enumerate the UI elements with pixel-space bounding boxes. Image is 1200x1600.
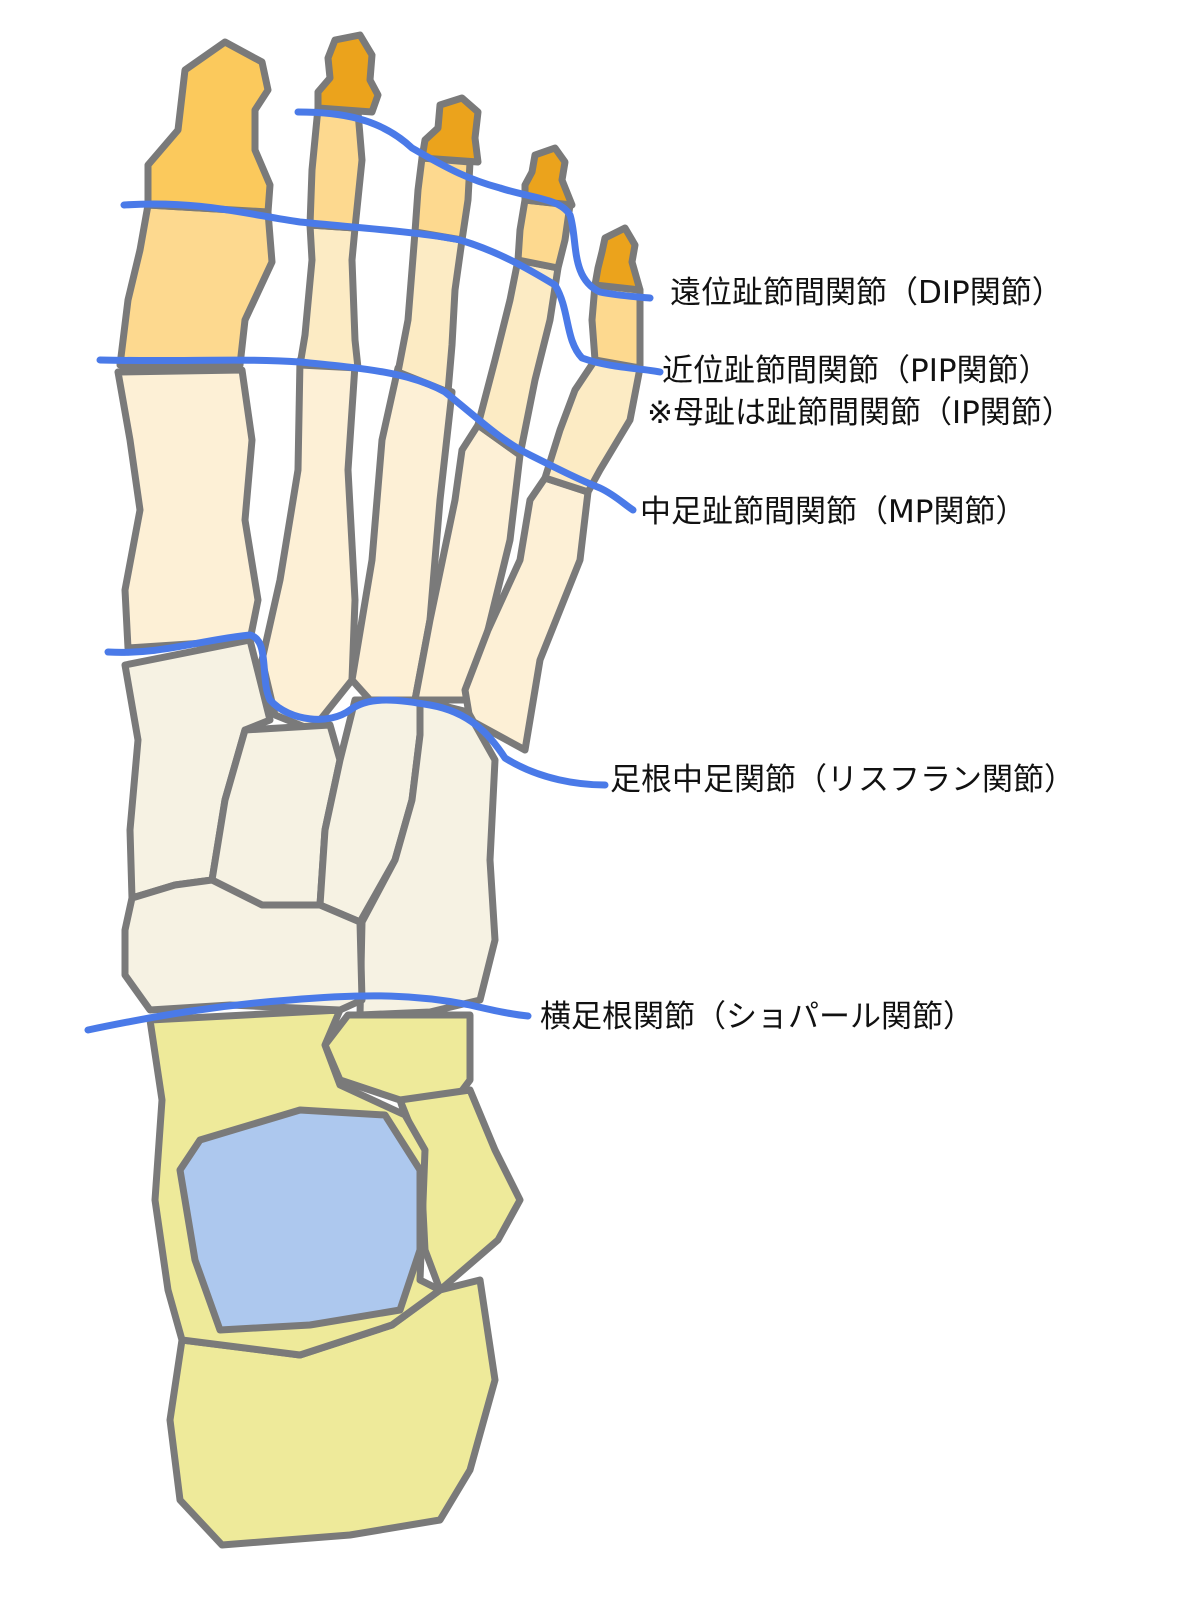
dip-joint-line [294,108,654,302]
navicular-front [121,876,366,1014]
talus [176,1106,424,1334]
mp-joint-label: 中足趾節間関節（MP関節） [640,494,1027,530]
chopart-joint-line [84,992,532,1034]
metatarsals [114,356,592,754]
joint-lines [84,108,664,1034]
distal-phalanges [144,31,644,294]
metatarsal-1 [114,366,262,652]
dip-joint-label: 遠位趾節間関節（DIP関節） [670,275,1063,311]
distal-phalanx-3 [418,94,482,166]
distal-phalanx-4 [521,144,576,209]
distal-phalanx-1 [144,38,274,216]
proximal-phalanges [296,221,644,496]
mp-joint-line [96,356,637,514]
ip-joint-line [120,200,664,376]
lisfranc-joint-label: 足根中足関節（リスフラン関節） [610,762,1075,798]
tarsals [121,636,524,1549]
metatarsal-4 [411,421,524,704]
middle-phalanx-3 [411,154,474,244]
lisfranc-joint-line [104,631,609,789]
chopart-joint-label: 横足根関節（ショパール関節） [540,999,974,1035]
ip-joint-note: ※母趾は趾節間関節（IP関節） [647,395,1073,431]
distal-phalanx-2 [314,31,382,116]
proximal-phalanx-1 [116,201,276,369]
metatarsal-2 [258,356,359,734]
proximal-phalanx-5 [541,356,644,496]
pip-joint-label: 近位趾節間関節（PIP関節） [662,353,1050,389]
proximal-phalanx-3 [394,228,466,396]
distal-phalanx-5 [591,224,644,294]
middle-phalanx-2 [306,104,366,232]
cuboid-front [356,696,499,1019]
proximal-phalanx-2 [296,221,362,372]
